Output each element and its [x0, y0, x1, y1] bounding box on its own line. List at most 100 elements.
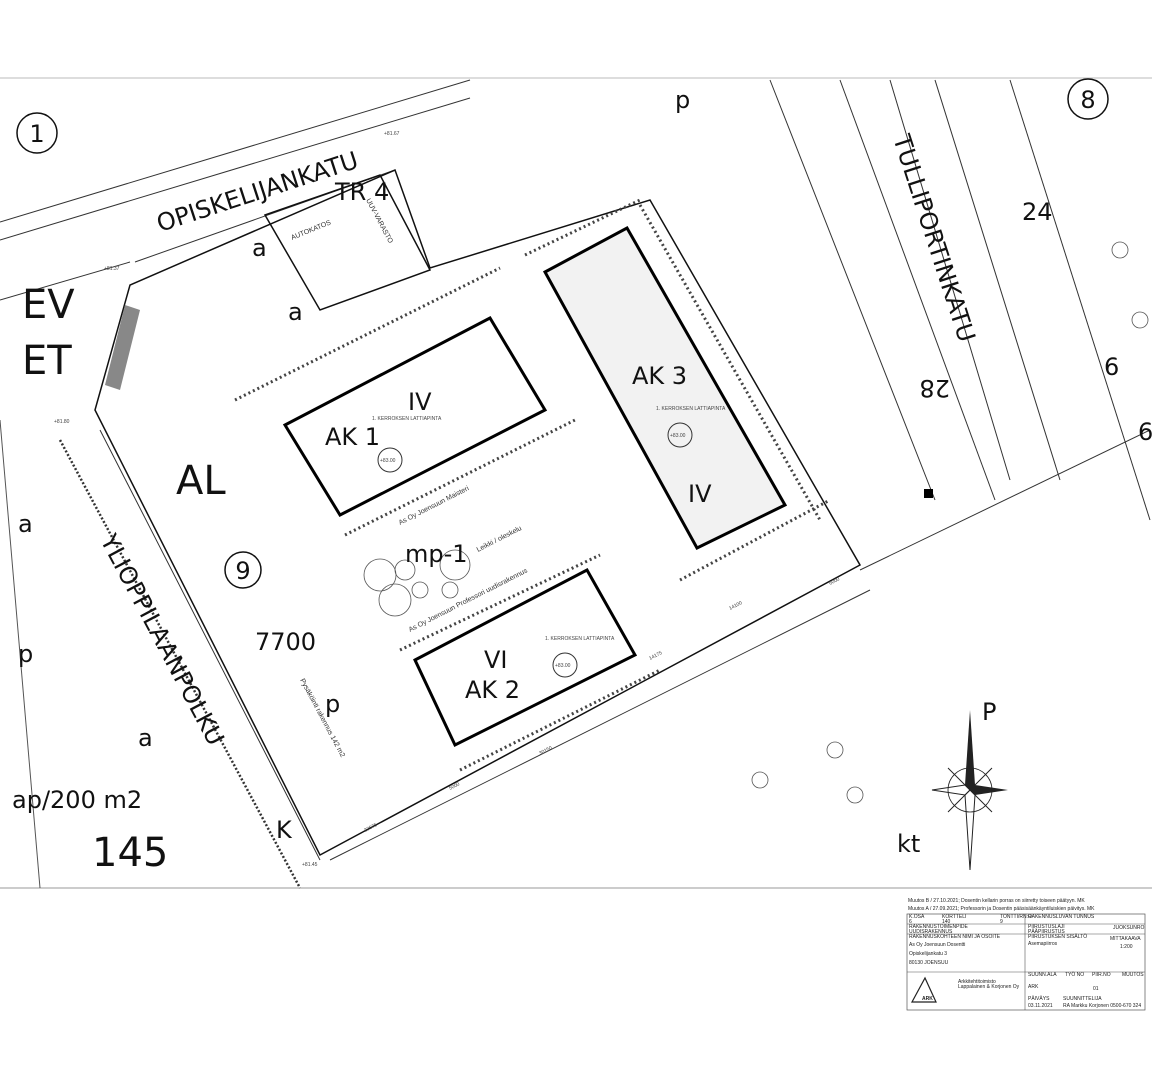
ak3-id: AK 3 — [632, 362, 687, 390]
parking-label: a — [18, 510, 33, 538]
label: KORTTELI — [942, 914, 966, 920]
plot-area: 7700 — [255, 628, 316, 656]
north-arrow-label: P — [982, 698, 996, 726]
title-block: Muutos B / 27.10.2021; Dosentin kellarin… — [906, 898, 1146, 1011]
label: TYÖ NO — [1065, 971, 1084, 978]
hedge-rows — [234, 198, 831, 772]
dimension: 14175 — [648, 650, 663, 662]
revision-a: Muutos A / 27.09.2021; Professorin ja Do… — [908, 906, 1095, 912]
block-number: 9 — [235, 557, 250, 585]
ak3-floors: IV — [688, 480, 712, 508]
dimension: 23575 — [363, 822, 378, 834]
project-name: As Oy Joensuun Dosentti — [909, 942, 965, 948]
marker-square — [924, 489, 933, 498]
dimension: 6000 — [828, 576, 841, 586]
office-company: Lappalainen & Korjonen Oy — [958, 984, 1020, 990]
building-ak2[interactable] — [413, 567, 638, 748]
street-lines — [0, 79, 1151, 889]
ev-hatch — [105, 305, 140, 390]
zone-mp: mp-1 — [405, 540, 468, 568]
label: PIIRUSTUSLAJI — [1028, 924, 1065, 930]
elevation: +81.37 — [104, 266, 120, 272]
dimension: 30150 — [538, 745, 553, 757]
block-number: 8 — [1080, 86, 1095, 114]
ak1-name: As Oy Joensuun Maisteri — [398, 485, 471, 527]
ak2-id: AK 2 — [465, 676, 520, 704]
parking-label: p — [675, 86, 690, 114]
label: SUUNNITTELIJA — [1063, 996, 1102, 1002]
value: 01 — [1093, 986, 1099, 992]
value: RA Markku Korjonen 0500-670 324 — [1063, 1003, 1141, 1009]
zone-ev: EV — [22, 282, 75, 328]
tr4-structure — [263, 174, 432, 311]
value: Asemapiirros — [1028, 941, 1058, 947]
street-number: 24 — [1022, 198, 1053, 226]
ak1-level: +83.00 — [380, 458, 396, 464]
ak2-level: +83.00 — [555, 663, 571, 669]
value: PÄÄPIIRUSTUS — [1028, 928, 1065, 935]
street-name-west: YLIOPPILAANPOLKU — [94, 529, 229, 750]
level-marker-circles — [377, 422, 693, 678]
label: TONTTI/RN:O — [1000, 914, 1032, 920]
elevation: +81.80 — [54, 419, 70, 425]
ak3-floor-label: 1. KERROKSEN LATTIAPINTA — [656, 406, 726, 412]
zone-al: AL — [176, 458, 226, 504]
parking-label: a — [252, 234, 267, 262]
label: SUUNN.ALA — [1028, 972, 1057, 978]
ak3-level: +83.00 — [670, 433, 686, 439]
north-arrow-icon — [931, 710, 1008, 871]
block-circle-9 — [224, 551, 262, 589]
plot-boundary — [94, 168, 862, 857]
label: PIIR.NO — [1092, 972, 1111, 978]
office-logo-icon — [910, 976, 937, 1003]
block-number: 1 — [29, 120, 44, 148]
ak1-floors: IV — [408, 388, 432, 416]
block-circle-8 — [1067, 78, 1109, 120]
office-logo: ARK — [922, 996, 933, 1002]
building-ak1[interactable] — [282, 316, 548, 517]
building-ak3[interactable] — [542, 225, 788, 550]
carport-label: AUTOKATOS — [290, 219, 332, 241]
value: 140 — [942, 919, 951, 925]
street-name-east: TULLIPORTINKATU — [887, 130, 981, 345]
parking-rule: ap/200 m2 — [12, 786, 142, 814]
elevation: +81.45 — [302, 862, 318, 868]
street-number: 28 — [919, 374, 950, 402]
sequence-number-label: JUOKSUNRO — [1113, 925, 1145, 931]
ak2-floor-label: 1. KERROKSEN LATTIAPINTA — [545, 636, 615, 642]
value: 9 — [1000, 919, 1003, 925]
value: 1:200 — [1120, 944, 1133, 950]
plot-number: 145 — [92, 830, 168, 876]
trees — [363, 241, 1149, 804]
zone-kt: kt — [897, 830, 920, 858]
scale-label: MITTAKAAVA — [1110, 936, 1141, 942]
office-name: Arkkitehtitoimisto — [958, 979, 996, 985]
playground-label: Leikki / oleskelu — [476, 525, 523, 554]
parking-label: p — [325, 690, 340, 718]
elevation: +81.67 — [384, 131, 400, 137]
zone-k: K — [276, 816, 293, 844]
ak2-floors: VI — [484, 646, 508, 674]
parking-label: p — [18, 640, 33, 668]
value: ARK — [1028, 984, 1039, 990]
dimension: 14100 — [728, 600, 743, 612]
label: K.OSA — [909, 914, 925, 920]
zone-et: ET — [22, 338, 72, 384]
parking-label: a — [288, 298, 303, 326]
ak1-id: AK 1 — [325, 423, 380, 451]
ak1-floor-label: 1. KERROKSEN LATTIAPINTA — [372, 416, 442, 422]
tr4-label: TR 4 — [334, 178, 389, 206]
block-circle-1 — [16, 112, 58, 154]
revision-b: Muutos B / 27.10.2021; Dosentin kellarin… — [908, 898, 1085, 904]
value: 03.11.2021 — [1028, 1003, 1053, 1009]
dimension: 5000 — [448, 781, 461, 791]
parking-label: a — [138, 724, 153, 752]
label: RAKENNUSLUVAN TUNNUS — [1028, 914, 1095, 920]
lot-number: 6 — [1104, 353, 1119, 381]
value: 6 — [909, 919, 912, 925]
label: MUUTOS — [1122, 972, 1144, 978]
label: PIIRUSTUKSEN SISÄLTÖ — [1028, 933, 1087, 940]
label: PÄIVÄYS — [1028, 995, 1050, 1002]
value: UUDISRAKENNUS — [909, 929, 953, 935]
